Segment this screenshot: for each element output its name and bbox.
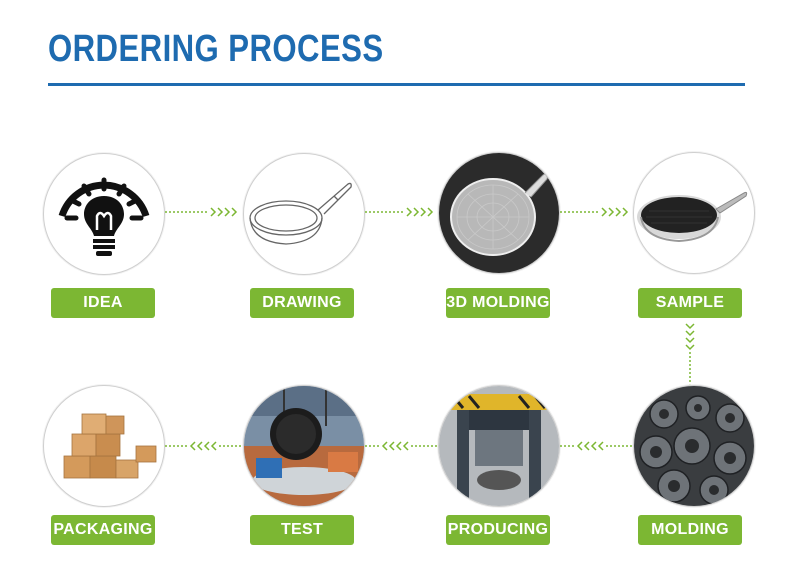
step-label-idea: IDEA <box>51 288 155 318</box>
step-test-image <box>243 385 365 507</box>
step-label-drawing: DRAWING <box>250 288 354 318</box>
step-sample-image <box>633 152 755 274</box>
arrow-right-3 <box>560 207 632 217</box>
step-label-packaging: PACKAGING <box>51 515 155 545</box>
step-molding-image <box>633 385 755 507</box>
step-3d-molding-image <box>438 152 560 274</box>
step-label-test: TEST <box>250 515 354 545</box>
pan-sketch-icon <box>249 182 352 245</box>
frying-pan-icon <box>637 191 748 243</box>
lightbulb-icon <box>58 177 150 256</box>
step-label-producing: PRODUCING <box>446 515 550 545</box>
pan-3d-model-icon <box>439 153 559 273</box>
cardboard-boxes-photo <box>63 413 157 479</box>
step-label-molding: MOLDING <box>638 515 742 545</box>
step-drawing-image <box>243 153 365 275</box>
step-producing-image <box>438 385 560 507</box>
title-underline <box>48 83 745 86</box>
step-packaging-image <box>43 385 165 507</box>
pan-test-photo <box>244 386 364 506</box>
arrow-left-3 <box>560 441 632 451</box>
arrow-left-1 <box>165 441 241 451</box>
arrow-right-2 <box>365 207 437 217</box>
arrow-down <box>684 320 696 388</box>
arrow-right-1 <box>165 207 241 217</box>
molds-photo <box>634 386 754 506</box>
step-idea-image <box>43 153 165 275</box>
press-machine-photo <box>439 386 559 506</box>
page-title: ORDERING PROCESS <box>48 28 384 70</box>
arrow-left-2 <box>365 441 437 451</box>
step-label-sample: SAMPLE <box>638 288 742 318</box>
step-label-3d-molding: 3D MOLDING <box>446 288 550 318</box>
